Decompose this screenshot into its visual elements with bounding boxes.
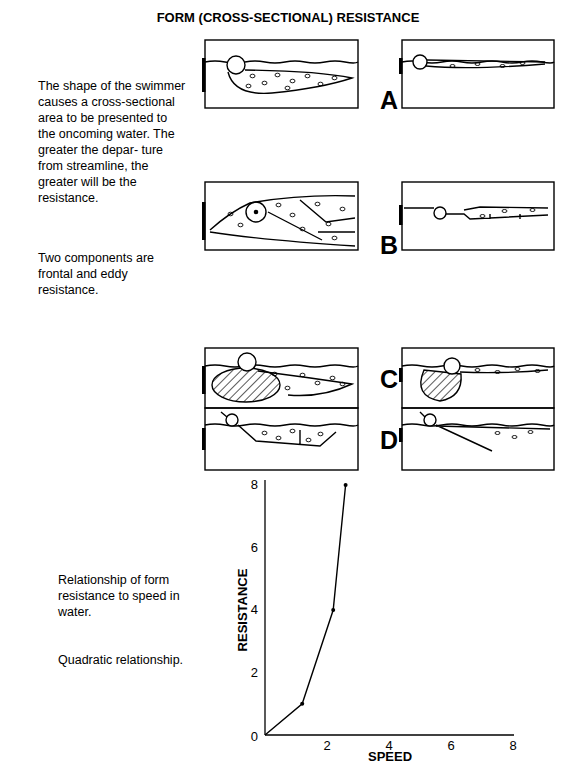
- bubbles: [262, 429, 323, 442]
- panel-frame: [402, 408, 554, 470]
- y-axis: [264, 480, 265, 735]
- panel-letter: D: [380, 428, 398, 453]
- panel-frame: [205, 40, 358, 108]
- tick-label: 2: [251, 665, 258, 681]
- resistance-curve: [265, 485, 346, 735]
- panel-letter: C: [380, 367, 398, 392]
- panel-frame: [402, 348, 554, 408]
- swimmer-head: [238, 353, 256, 371]
- bubbles: [246, 73, 337, 90]
- wall-bar: [399, 368, 403, 382]
- tick-label: 6: [251, 540, 258, 556]
- wall-bar: [202, 58, 206, 92]
- bubbles: [450, 62, 525, 68]
- panel-frame: [402, 40, 554, 108]
- wall-bar: [399, 58, 403, 74]
- water-line: [205, 365, 358, 367]
- x-axis: [265, 734, 514, 735]
- swimmer-wake: [228, 70, 352, 93]
- description-text: Two components are frontal and eddy resi…: [38, 250, 188, 298]
- data-point: [300, 702, 304, 706]
- axis-title: RESISTANCE: [235, 569, 251, 652]
- swimmer-wake: [258, 371, 352, 396]
- title: FORM (CROSS-SECTIONAL) RESISTANCE: [157, 10, 420, 26]
- tick-label: 8: [251, 477, 258, 493]
- cross-section-area: [421, 370, 461, 401]
- wall-bar: [202, 428, 206, 450]
- wall-bar: [202, 202, 206, 240]
- panel-letter: A: [380, 88, 398, 113]
- bubbles: [475, 368, 540, 374]
- bubbles: [228, 202, 345, 240]
- graph-caption: Quadratic relationship.: [58, 652, 218, 668]
- swimmer-wake: [210, 196, 355, 246]
- bubbles: [272, 372, 345, 390]
- data-point: [344, 483, 348, 487]
- tick-label: 6: [447, 738, 454, 754]
- panel-letter: B: [380, 233, 398, 258]
- tick-label: 0: [251, 729, 258, 745]
- water-line: [402, 365, 554, 367]
- data-point: [331, 608, 335, 612]
- swimmer-head: [226, 414, 238, 426]
- swimmer-wake: [426, 60, 545, 68]
- water-line: [402, 424, 554, 426]
- tick-label: 8: [509, 738, 516, 754]
- tick-label: 2: [323, 738, 330, 754]
- panel-frame: [205, 348, 358, 408]
- graph-caption: Relationship of form resistance to speed…: [58, 572, 186, 620]
- tick-label: 4: [385, 738, 392, 754]
- swimmer-head: [424, 414, 436, 426]
- swimmer-body: [404, 207, 548, 219]
- swimmer-body: [221, 412, 336, 446]
- swimmer-head: [434, 207, 446, 219]
- wall-bar: [399, 205, 403, 225]
- panel-frame: [205, 408, 358, 470]
- panel-frame: [205, 182, 358, 250]
- swimmer-head: [413, 55, 427, 69]
- wall-bar: [202, 366, 206, 394]
- swimmer-head: [254, 210, 257, 213]
- swimmer-head: [444, 358, 460, 374]
- resistance-curve-group: [265, 483, 348, 735]
- panel-frame: [402, 182, 554, 250]
- description-text: The shape of the swimmer causes a cross-…: [38, 78, 188, 206]
- wall-bar: [399, 428, 403, 442]
- swimmer-body: [420, 412, 550, 451]
- bubbles: [480, 209, 535, 218]
- bubbles: [495, 431, 533, 439]
- tick-label: 4: [251, 602, 258, 618]
- swimmer-head: [246, 202, 266, 222]
- swimmer-head: [227, 56, 245, 74]
